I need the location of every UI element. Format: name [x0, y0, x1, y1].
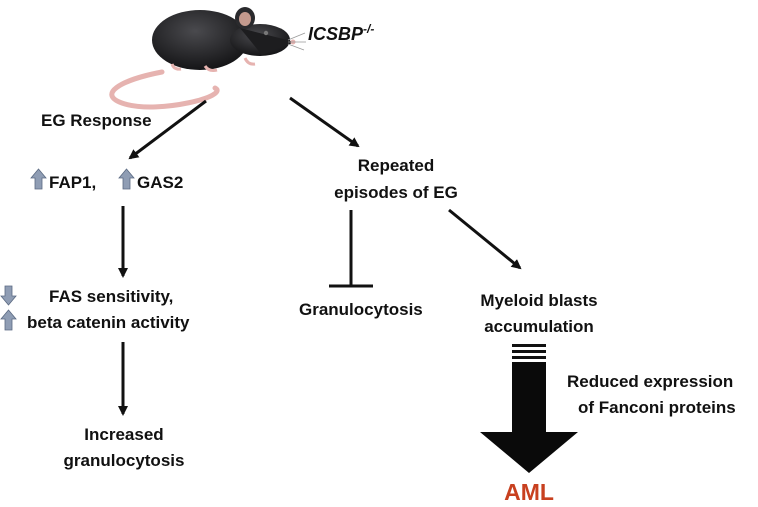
fap1-label: FAP1,: [49, 173, 97, 192]
mouse-genotype-label: ICSBP-/-: [308, 22, 375, 44]
repeated-episodes-line1: Repeated: [357, 156, 435, 175]
aml-label: AML: [504, 479, 554, 505]
arrow-mouse-to-eg-response: [128, 99, 207, 160]
reduced-expression-line2: of Fanconi proteins: [578, 398, 736, 417]
inhibition-repeated-to-granulocytosis: [329, 210, 373, 288]
increased-granulocytosis-line2: granulocytosis: [63, 451, 185, 470]
big-arrow-myeloid-to-aml: [480, 344, 578, 473]
granulocytosis-label: Granulocytosis: [299, 300, 423, 319]
repeated-episodes-line2: episodes of EG: [334, 183, 458, 202]
up-arrow-beta-catenin-icon: [0, 309, 17, 331]
myeloid-blasts-line1: Myeloid blasts: [480, 291, 598, 310]
mouse-icon: [109, 7, 306, 110]
down-arrow-fas-icon: [0, 285, 17, 306]
arrow-mouse-to-repeated-episodes: [289, 96, 360, 148]
up-arrow-gas2-icon: [118, 168, 135, 190]
fas-sensitivity-label: FAS sensitivity,: [49, 287, 174, 306]
arrow-repeated-to-myeloid: [448, 208, 522, 270]
increased-granulocytosis-line1: Increased: [84, 425, 164, 444]
myeloid-blasts-line2: accumulation: [484, 317, 594, 336]
beta-catenin-label: beta catenin activity: [27, 313, 190, 332]
reduced-expression-line1: Reduced expression: [567, 372, 734, 391]
up-arrow-fap1-icon: [30, 168, 47, 190]
eg-response-label: EG Response: [41, 111, 152, 130]
gas2-label: GAS2: [137, 173, 184, 192]
